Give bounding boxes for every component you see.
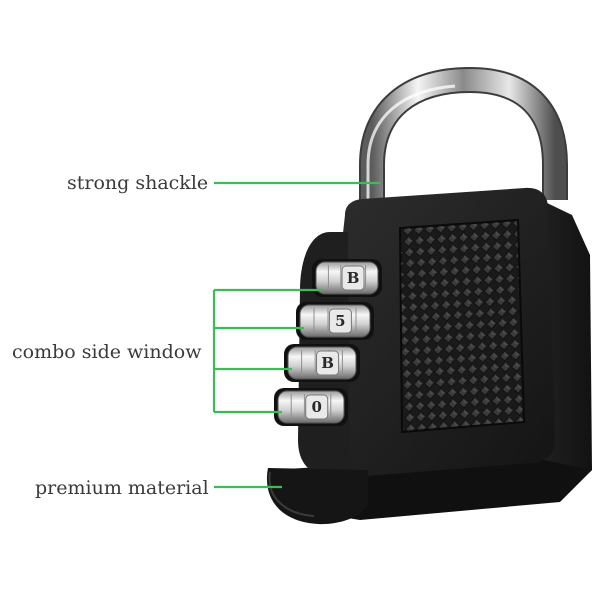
dial-window	[328, 308, 352, 334]
dial-character: 5	[335, 312, 345, 330]
dial-4[interactable]: 0	[274, 388, 348, 426]
dial-2[interactable]: 5	[296, 302, 374, 340]
dial-character: B	[321, 354, 334, 372]
callout-lines	[212, 181, 380, 489]
dial-1[interactable]: B	[312, 259, 382, 297]
dial-window	[341, 265, 365, 291]
dial-window	[316, 350, 340, 376]
label-combo-side-window: combo side window	[12, 341, 202, 363]
dial-window	[305, 394, 329, 420]
label-strong-shackle: strong shackle	[67, 172, 208, 194]
dial-character: B	[347, 269, 360, 287]
shackle	[359, 66, 568, 225]
dial-3[interactable]: B	[284, 344, 360, 382]
lock-body	[266, 187, 592, 525]
label-premium-material: premium material	[35, 477, 209, 499]
dial-character: 0	[312, 398, 322, 416]
